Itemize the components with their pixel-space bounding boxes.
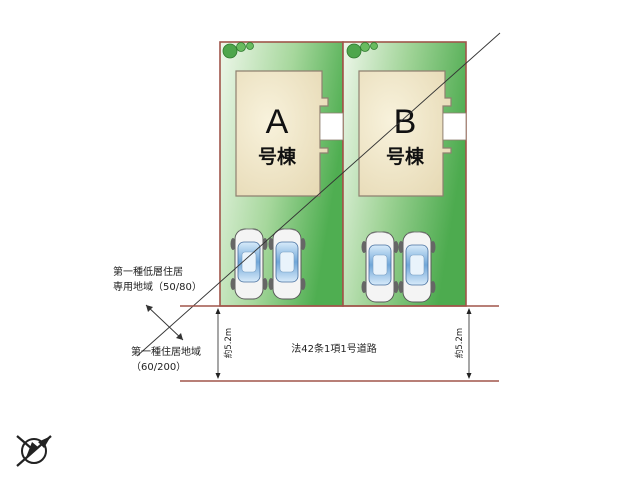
tree-icon (346, 42, 378, 59)
zone-upper-line2: 専用地域（50/80） (113, 280, 202, 293)
road-label: 法42条1項1号道路 (291, 342, 376, 355)
road-width-dimension-right: 約5.2m (454, 308, 472, 379)
road-width-left-label: 約5.2m (223, 328, 234, 358)
car-icon (230, 228, 268, 300)
building-b-letter: B (394, 103, 417, 141)
zone-lower-line2: （60/200） (131, 361, 186, 373)
building-b: B 号棟 (358, 70, 467, 197)
car-icon (268, 228, 306, 300)
car-icon (398, 231, 436, 303)
building-a-letter: A (266, 103, 289, 141)
car-icon (361, 231, 399, 303)
building-a-label: 号棟 (258, 145, 297, 168)
building-b-label: 号棟 (386, 145, 425, 168)
zone-lower-line1: 第一種住居地域 (131, 345, 201, 358)
tree-icon (222, 42, 254, 59)
zone-boundary-line (136, 32, 501, 357)
zone-arrow (145, 304, 184, 341)
zone-upper-line1: 第一種低層住居 (113, 265, 183, 278)
road-width-right-label: 約5.2m (454, 328, 465, 358)
compass-icon (16, 435, 52, 467)
road-width-dimension-left: 約5.2m (215, 308, 234, 379)
building-a: A 号棟 (235, 70, 344, 197)
